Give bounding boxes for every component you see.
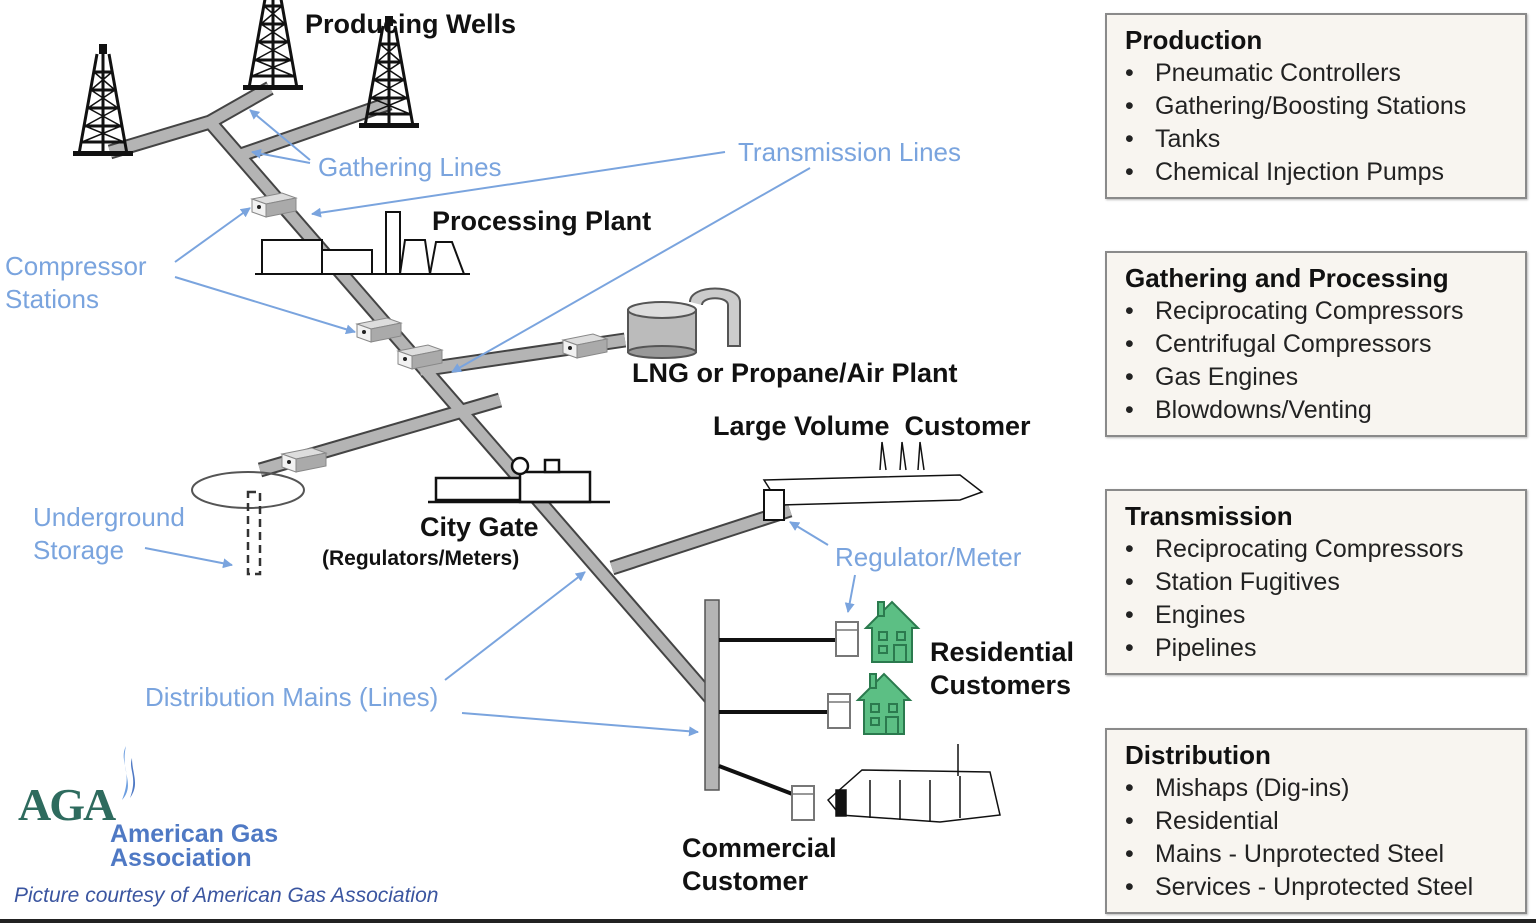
list-item: Residential	[1125, 805, 1509, 838]
box-title: Production	[1125, 25, 1263, 55]
list-item: Pipelines	[1125, 632, 1509, 665]
house-icon	[857, 673, 911, 735]
label-transmission-lines: Transmission Lines	[738, 137, 962, 167]
underground-storage-icon	[191, 471, 305, 576]
label-city-gate: City Gate	[420, 512, 539, 542]
aga-name: American Gas Association	[110, 820, 279, 872]
aga-letters: AGA	[18, 779, 116, 830]
aga-name-line1: American Gas	[110, 820, 279, 848]
distribution-header	[704, 599, 720, 791]
label-commercial-line2: Customer	[682, 866, 809, 896]
compressor-station-icon	[281, 447, 327, 473]
meter-icon	[791, 785, 815, 821]
aga-name-line2: Association	[110, 844, 252, 872]
label-compressor-stations-line1: Compressor	[5, 251, 147, 281]
house-icon	[865, 601, 919, 663]
commercial-building-icon	[826, 744, 1001, 823]
flame-icon	[122, 746, 136, 800]
list-item: Blowdowns/Venting	[1125, 394, 1509, 427]
label-residential-line1: Residential	[930, 637, 1075, 667]
well-icon	[71, 42, 135, 158]
box-title: Distribution	[1125, 740, 1271, 770]
label-underground-storage-line1: Underground	[33, 502, 185, 532]
list-item: Gas Engines	[1125, 361, 1509, 394]
box-title: Transmission	[1125, 501, 1293, 531]
sources-box-distribution: Distribution Mishaps (Dig-ins) Residenti…	[1105, 728, 1527, 914]
compressor-station-icon	[562, 333, 608, 359]
well-icon	[241, 0, 305, 92]
label-residential-line2: Customers	[930, 670, 1072, 700]
label-large-volume-customer: Large Volume Customer	[713, 411, 1031, 441]
list-item: Chemical Injection Pumps	[1125, 156, 1509, 189]
list-item: Station Fugitives	[1125, 566, 1509, 599]
list-item: Pneumatic Controllers	[1125, 57, 1509, 90]
annotation-arrows	[144, 109, 856, 737]
bottom-border	[0, 919, 1536, 923]
label-gathering-lines: Gathering Lines	[318, 152, 502, 182]
large-volume-customer-icon	[762, 441, 984, 521]
label-underground-storage-line2: Storage	[33, 535, 125, 565]
box-title: Gathering and Processing	[1125, 263, 1449, 293]
label-regulator-meter: Regulator/Meter	[835, 542, 1022, 572]
list-item: Reciprocating Compressors	[1125, 295, 1509, 328]
list-item: Tanks	[1125, 123, 1509, 156]
label-processing-plant: Processing Plant	[432, 206, 652, 236]
list-item: Centrifugal Compressors	[1125, 328, 1509, 361]
sources-box-transmission: Transmission Reciprocating Compressors S…	[1105, 489, 1527, 675]
label-producing-wells: Producing Wells	[305, 9, 517, 39]
city-gate-icon	[428, 456, 610, 504]
label-lng-plant: LNG or Propane/Air Plant	[632, 358, 958, 388]
photo-credit: Picture courtesy of American Gas Associa…	[14, 884, 439, 907]
lng-tank-icon	[627, 287, 741, 359]
sources-box-production: Production Pneumatic Controllers Gatheri…	[1105, 13, 1527, 199]
label-commercial-line1: Commercial	[682, 833, 837, 863]
meter-icon	[827, 693, 851, 729]
list-item: Mains - Unprotected Steel	[1125, 838, 1509, 871]
label-city-gate-sub: (Regulators/Meters)	[322, 547, 520, 570]
list-item: Services - Unprotected Steel	[1125, 871, 1509, 904]
label-distribution-mains: Distribution Mains (Lines)	[145, 682, 439, 712]
gas-system-diagram	[71, 0, 1001, 823]
label-compressor-stations-line2: Stations	[5, 284, 99, 314]
sources-box-gathering-processing: Gathering and Processing Reciprocating C…	[1105, 251, 1527, 437]
list-item: Gathering/Boosting Stations	[1125, 90, 1509, 123]
list-item: Engines	[1125, 599, 1509, 632]
list-item: Reciprocating Compressors	[1125, 533, 1509, 566]
meter-icon	[835, 621, 859, 657]
list-item: Mishaps (Dig-ins)	[1125, 772, 1509, 805]
processing-plant-icon	[255, 211, 470, 275]
